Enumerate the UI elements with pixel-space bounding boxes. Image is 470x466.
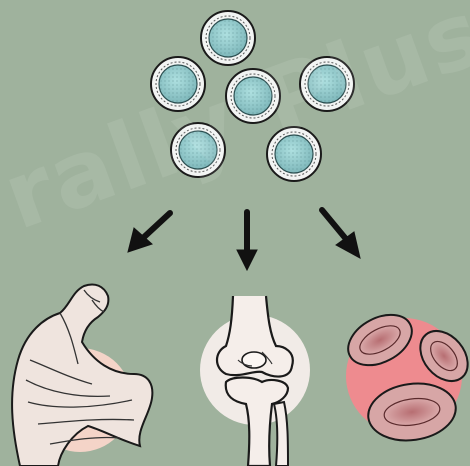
arrow-to-blood <box>322 210 360 258</box>
arrows <box>128 210 360 270</box>
bone-illustration <box>200 296 310 466</box>
blood-illustration <box>340 305 470 446</box>
muscle-illustration <box>12 284 152 466</box>
arrow-to-muscle <box>128 213 170 252</box>
arrow-to-bone <box>237 212 257 270</box>
